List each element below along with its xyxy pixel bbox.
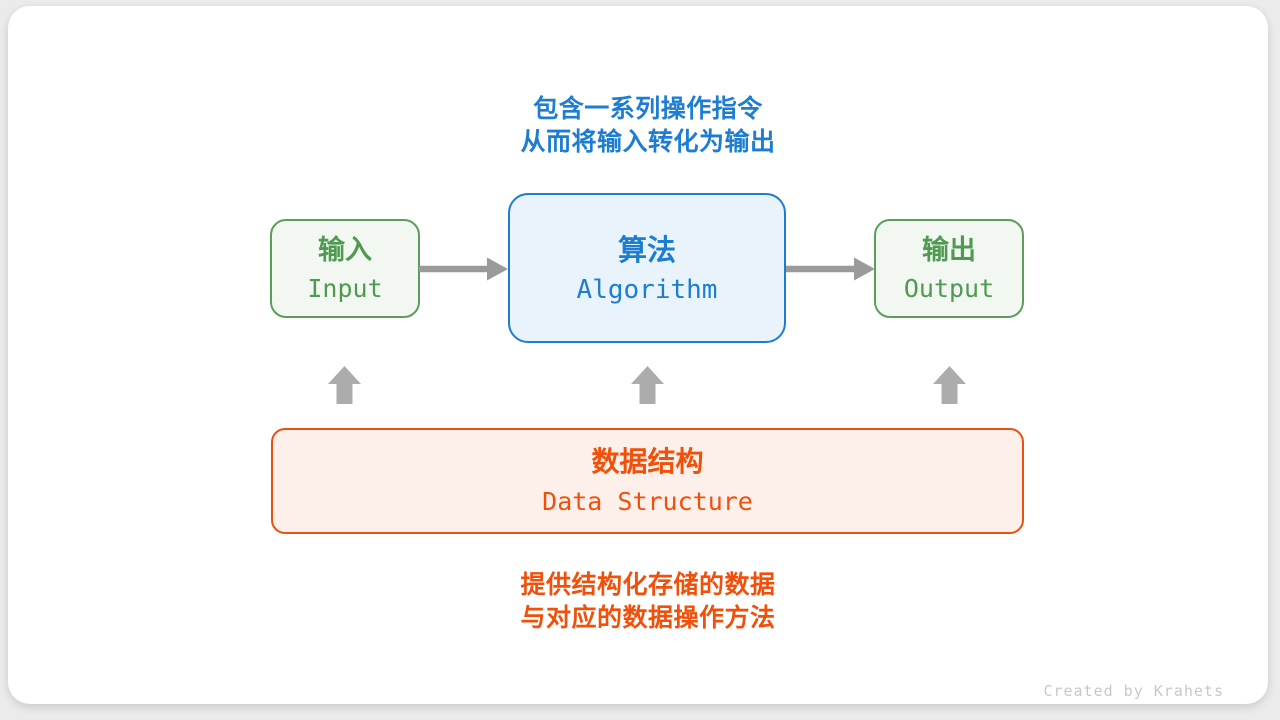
input-node-title: 输入	[318, 234, 372, 266]
diagram-card: 包含一系列操作指令 从而将输入转化为输出 输入 Input 算法 Algorit…	[8, 6, 1268, 704]
algorithm-node: 算法 Algorithm	[508, 193, 786, 343]
algorithm-caption-line2: 从而将输入转化为输出	[520, 127, 776, 156]
algorithm-node-subtitle: Algorithm	[576, 274, 718, 305]
input-node: 输入 Input	[270, 219, 420, 318]
data-structure-caption-line1: 提供结构化存储的数据	[520, 570, 776, 599]
data-structure-caption: 提供结构化存储的数据 与对应的数据操作方法	[8, 568, 1280, 634]
arrow-up-icon	[933, 366, 966, 404]
algorithm-node-title: 算法	[617, 232, 676, 267]
output-node-subtitle: Output	[903, 273, 995, 303]
arrow-right-icon	[419, 257, 508, 281]
output-node: 输出 Output	[874, 219, 1024, 318]
data-structure-node: 数据结构 Data Structure	[271, 428, 1024, 534]
arrow-up-icon	[631, 366, 664, 404]
arrow-up-shape	[631, 366, 664, 404]
data-structure-node-title: 数据结构	[591, 445, 704, 478]
data-structure-caption-line2: 与对应的数据操作方法	[520, 603, 776, 632]
input-node-subtitle: Input	[307, 273, 383, 303]
algorithm-caption-line1: 包含一系列操作指令	[533, 94, 763, 123]
algorithm-caption: 包含一系列操作指令 从而将输入转化为输出	[8, 92, 1280, 158]
data-structure-node-subtitle: Data Structure	[542, 487, 753, 516]
arrow-head	[854, 257, 875, 281]
arrow-head	[487, 257, 508, 281]
arrow-up-shape	[933, 366, 966, 404]
output-node-title: 输出	[922, 234, 976, 266]
arrow-right-icon	[786, 257, 875, 281]
credit-text: Created by Krahets	[1043, 682, 1224, 700]
arrow-up-icon	[328, 366, 361, 404]
arrow-up-shape	[328, 366, 361, 404]
